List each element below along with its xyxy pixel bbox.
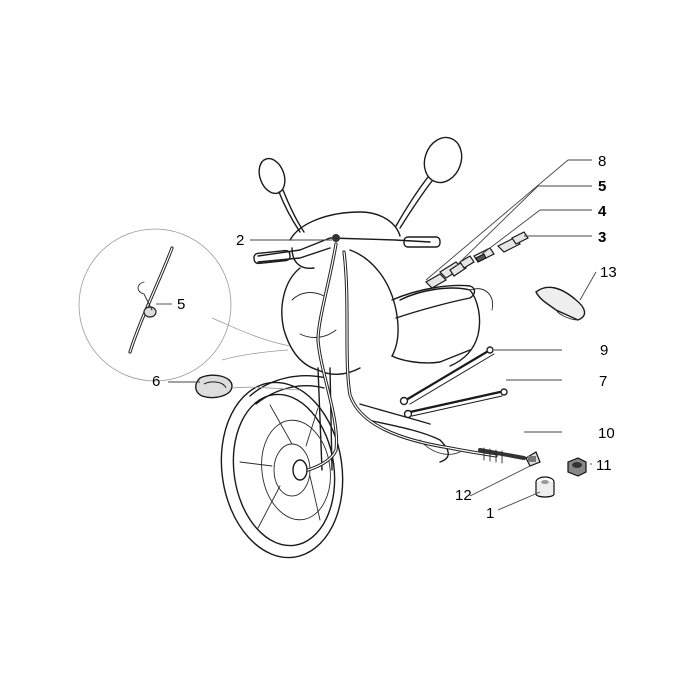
nut-11 [567, 457, 587, 477]
handlebar [253, 211, 441, 269]
cable-end-fitting-icon [332, 234, 340, 242]
front-shield [281, 249, 399, 375]
callout-2: 2 [236, 232, 244, 249]
nut-12 [525, 451, 541, 467]
cable-end-3 [496, 231, 529, 253]
callout-4: 4 [598, 203, 607, 220]
callout-11: 11 [596, 457, 612, 474]
callout-6: 6 [152, 373, 160, 390]
cable-7 [403, 388, 508, 419]
callout-5-detail: 5 [177, 296, 185, 313]
callout-5-top: 5 [598, 178, 606, 195]
callout-13: 13 [600, 264, 617, 281]
front-fender [249, 375, 327, 405]
callout-7: 7 [599, 373, 607, 390]
left-mirror [258, 157, 305, 233]
callout-9: 9 [600, 342, 608, 359]
callout-3: 3 [598, 229, 606, 246]
cable-end-4 [473, 247, 495, 263]
rear-body [359, 287, 493, 463]
leader-lines [156, 159, 597, 511]
front-wheel [220, 381, 344, 559]
seat [391, 284, 476, 319]
callouts: 1 2 3 4 5 5 6 7 8 9 10 11 12 13 [152, 153, 617, 522]
callout-1: 1 [486, 505, 494, 522]
callout-8: 8 [598, 153, 606, 170]
protective-sleeve-13 [535, 286, 586, 321]
speedometer-cable [306, 234, 340, 472]
right-mirror [395, 136, 463, 229]
cable-9 [399, 346, 495, 406]
bushing-1 [535, 476, 555, 498]
callout-10: 10 [598, 425, 615, 442]
cable-ends-group [425, 231, 529, 289]
scooter-illustration [220, 136, 493, 559]
detail-magnifier [78, 228, 291, 382]
throttle-cable [342, 250, 526, 464]
clamp-ring-part [195, 374, 301, 399]
cable-clip-icon [143, 306, 157, 318]
callout-12: 12 [455, 487, 472, 504]
